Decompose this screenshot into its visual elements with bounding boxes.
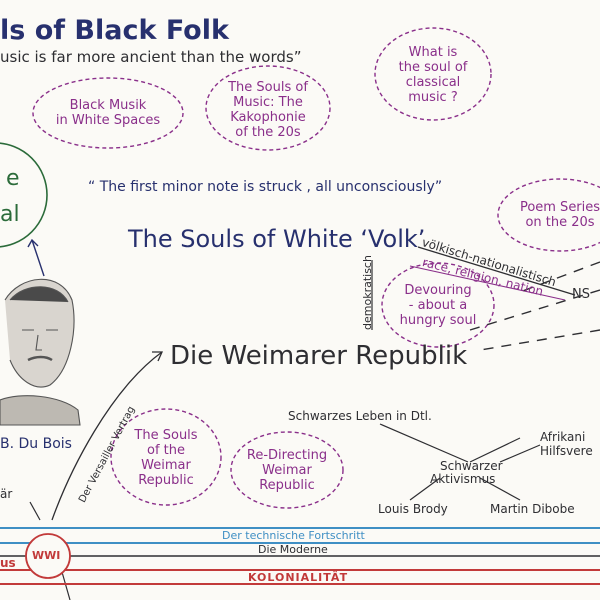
green-circle	[0, 142, 48, 248]
cloud-devouring	[381, 262, 495, 348]
label-ns: NS	[572, 287, 590, 302]
quote-music-ancient: usic is far more ancient than the words”	[0, 48, 302, 66]
cloud-redirecting	[230, 431, 344, 509]
node-schwarzes-leben: Schwarzes Leben in Dtl.	[288, 409, 432, 423]
cloud-poem-series	[497, 178, 600, 252]
circle-fragment-e: e	[6, 166, 20, 191]
wwi-label: WWI	[32, 549, 61, 562]
cloud-souls-weimar	[110, 408, 222, 506]
node-schwarzer: Schwarzer	[440, 459, 503, 473]
circle-fragment-al: al	[0, 202, 20, 227]
cloud-soul-classical	[374, 27, 492, 121]
label-demokratisch: demokratisch	[361, 255, 374, 330]
node-louis-brody: Louis Brody	[378, 502, 448, 516]
node-hilfsverein: Hilfsvere	[540, 444, 593, 458]
fragment-ar: är	[0, 487, 13, 501]
heading-souls-black-folk: ls of Black Folk	[0, 15, 229, 46]
cloud-black-musik	[32, 77, 184, 149]
fragment-us: us	[0, 556, 16, 570]
heading-souls-white-volk: The Souls of White ‘Volk’	[128, 225, 426, 253]
quote-minor-note: “ The first minor note is struck , all u…	[88, 179, 443, 195]
node-afrikanischer: Afrikani	[540, 430, 586, 444]
timeline-technisch-label: Der technische Fortschritt	[222, 529, 365, 542]
timeline-moderne-label: Die Moderne	[258, 543, 328, 556]
node-martin-dibobe: Martin Dibobe	[490, 502, 575, 516]
portrait-caption: B. Du Bois	[0, 436, 72, 452]
cloud-souls-of-music	[205, 65, 331, 151]
heading-weimar-republic: Die Weimarer Republik	[170, 341, 468, 371]
wwi-circle	[25, 533, 71, 579]
node-aktivismus: Aktivismus	[430, 472, 496, 486]
arrow-portrait-circle	[31, 239, 45, 277]
portrait-sketch	[0, 278, 81, 426]
timeline-kolonialitaet-label: KOLONIALITÄT	[248, 571, 349, 584]
